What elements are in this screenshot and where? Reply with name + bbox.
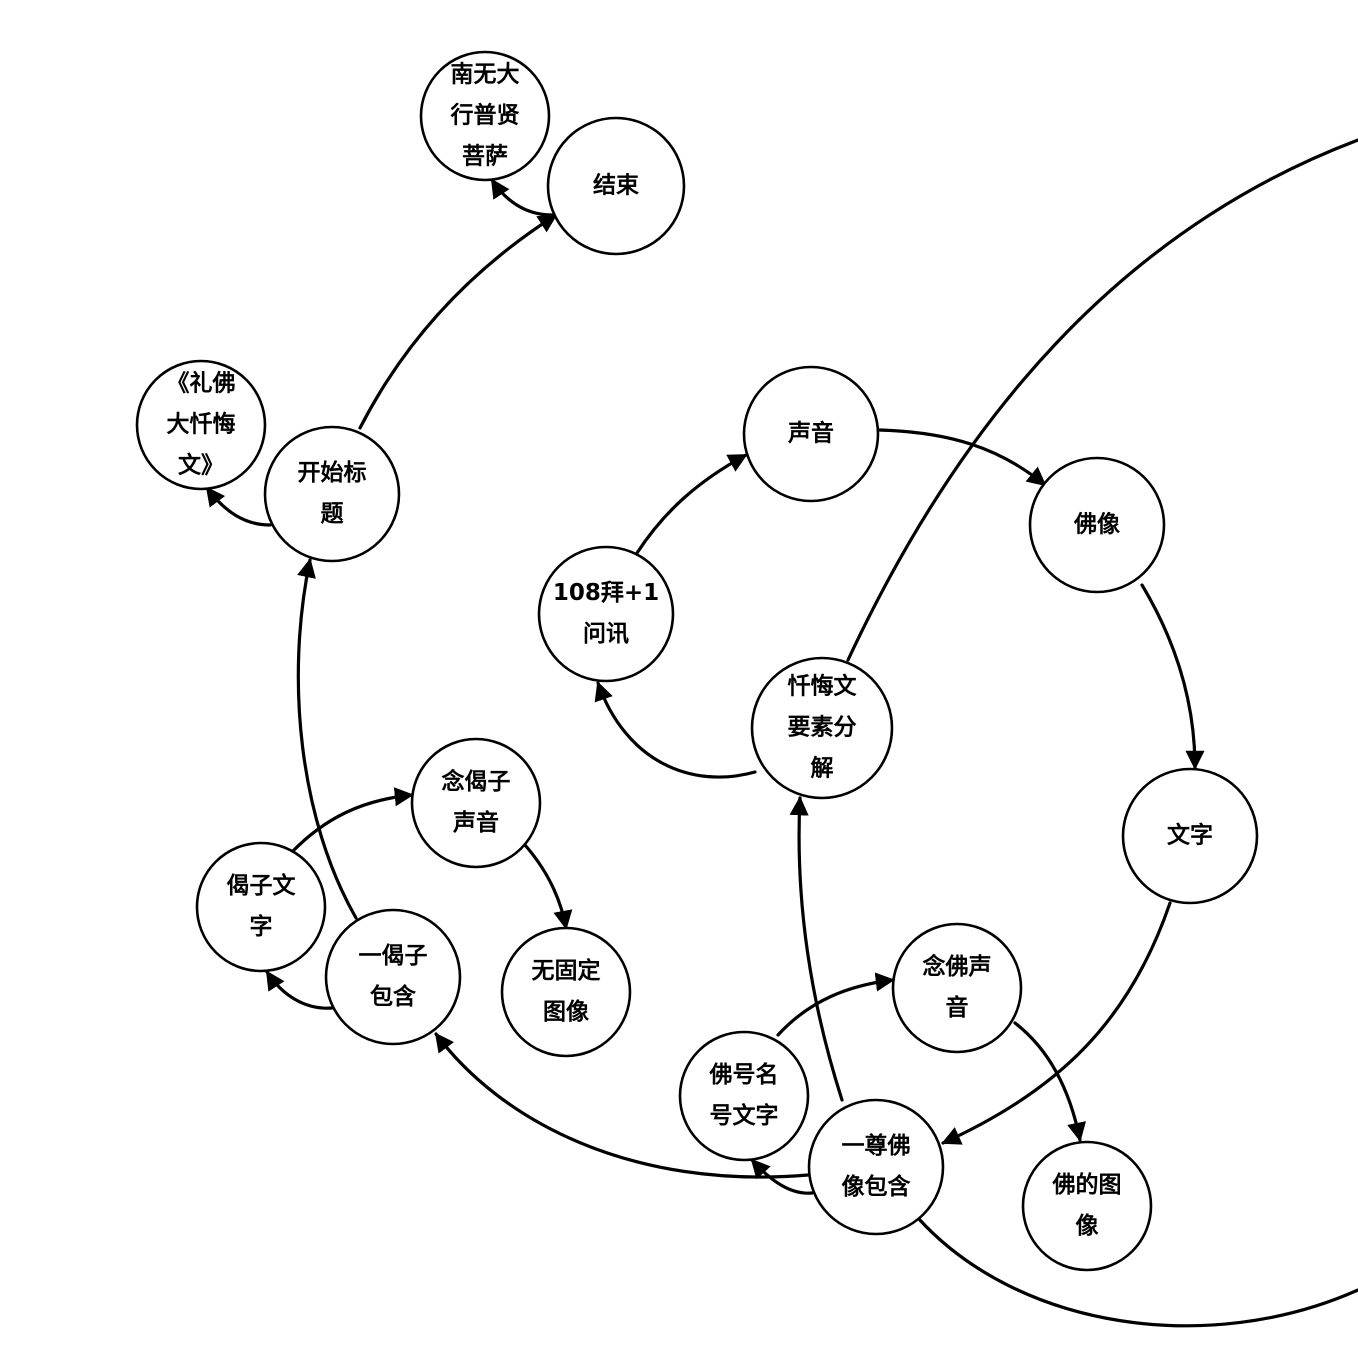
node-circle xyxy=(891,922,1023,1054)
node-circle xyxy=(537,545,675,683)
node-circle xyxy=(750,656,894,800)
edge-bai108-to-shengyin xyxy=(635,453,748,555)
node-label-line: 问讯 xyxy=(583,621,629,647)
node-shengyin: 声音 xyxy=(742,365,880,503)
node-label-line: 偈子文 xyxy=(227,872,297,899)
edge-yijie-to-kaishi xyxy=(296,558,358,920)
edge-yizun-to-yijie xyxy=(434,1032,810,1179)
node-label-line: 要素分 xyxy=(788,714,857,741)
node-label-line: 字 xyxy=(250,913,273,940)
edge-yizun-to-chanhui xyxy=(789,796,844,1102)
edge-nianjie-to-wuguding xyxy=(523,843,573,930)
node-circle xyxy=(546,116,686,256)
node-circle xyxy=(324,908,462,1046)
edge-yizun-to-fohao xyxy=(750,1158,814,1195)
edge-foxiang-to-wenzi xyxy=(1140,583,1205,770)
node-label-line: 一尊佛 xyxy=(842,1132,911,1159)
node-label-line: 南无大 xyxy=(451,62,520,88)
edge-yijie-to-jiezi xyxy=(265,970,334,1010)
node-wenzi: 文字 xyxy=(1121,767,1259,905)
node-label-line: 无固定 xyxy=(532,957,601,984)
node-circle xyxy=(678,1030,810,1162)
edge-jieshu-to-nanwu xyxy=(490,178,554,217)
edge-chanhui-to-outer-arc xyxy=(846,138,1358,662)
node-circle xyxy=(1028,456,1166,594)
node-label-line: 声音 xyxy=(788,420,834,447)
edge-outer-arc xyxy=(916,1216,1358,1328)
node-bai108: 108拜+1 问讯 xyxy=(537,545,675,683)
nodes: 南无大行普贤菩萨结束《礼佛大忏悔文》开始标题声音佛像108拜+1问讯忏悔文要素分… xyxy=(135,50,1259,1272)
node-label-line: 行普贤 xyxy=(450,102,520,129)
node-label-line: 结束 xyxy=(593,173,640,199)
node-label-line: 《礼佛 xyxy=(167,370,236,397)
node-circle xyxy=(742,365,880,503)
edge-fohao-to-nianfo xyxy=(776,972,895,1037)
node-label-line: 题 xyxy=(321,501,344,527)
node-label-line: 像包含 xyxy=(842,1173,912,1200)
node-jieshu: 结束 xyxy=(546,116,686,256)
node-circle xyxy=(419,50,551,182)
edges xyxy=(205,138,1358,1328)
node-label-line: 念偈子 xyxy=(442,768,511,795)
edge-kaishi-to-jieshu xyxy=(358,213,558,430)
node-label-line: 图像 xyxy=(543,998,590,1025)
node-label-line: 菩萨 xyxy=(462,144,508,170)
node-label-line: 忏悔文 xyxy=(788,673,858,700)
node-label-line: 号文字 xyxy=(710,1102,779,1129)
edge-jiezi-to-nianjie xyxy=(290,787,414,854)
node-label-line: 文字 xyxy=(1167,822,1213,849)
node-circle xyxy=(807,1098,945,1236)
node-circle xyxy=(1121,767,1259,905)
node-label-line: 佛号名 xyxy=(709,1061,779,1088)
edge-chanhui-to-bai108 xyxy=(594,681,757,779)
node-circle xyxy=(410,737,542,869)
edge-nianfo-to-fode xyxy=(1013,1021,1087,1142)
edge-wenzi-to-yizun xyxy=(941,901,1172,1145)
node-label-line: 大忏悔 xyxy=(167,411,236,438)
node-label-line: 像 xyxy=(1076,1212,1100,1239)
node-circle xyxy=(1021,1140,1153,1272)
node-label-line: 声音 xyxy=(453,809,499,836)
node-circle xyxy=(135,359,267,491)
node-label-line: 包含 xyxy=(370,983,417,1010)
node-label-line: 音 xyxy=(946,994,969,1021)
node-label-line: 一偈子 xyxy=(359,943,428,969)
node-label-line: 佛的图 xyxy=(1052,1171,1122,1198)
node-label-line: 开始标 xyxy=(298,459,367,486)
node-foxiang: 佛像 xyxy=(1028,456,1166,594)
node-label-line: 文》 xyxy=(178,452,224,479)
node-label-line: 佛像 xyxy=(1073,511,1121,538)
node-label-line: 念佛声 xyxy=(923,953,992,980)
node-circle xyxy=(263,425,401,563)
edge-shengyin-to-foxiang xyxy=(877,428,1047,487)
node-label-line: 解 xyxy=(811,755,834,782)
edge-kaishi-to-lifo xyxy=(205,486,272,527)
node-circle xyxy=(500,926,632,1058)
node-circle xyxy=(195,841,327,973)
node-label-line: 108拜+1 xyxy=(553,580,659,606)
